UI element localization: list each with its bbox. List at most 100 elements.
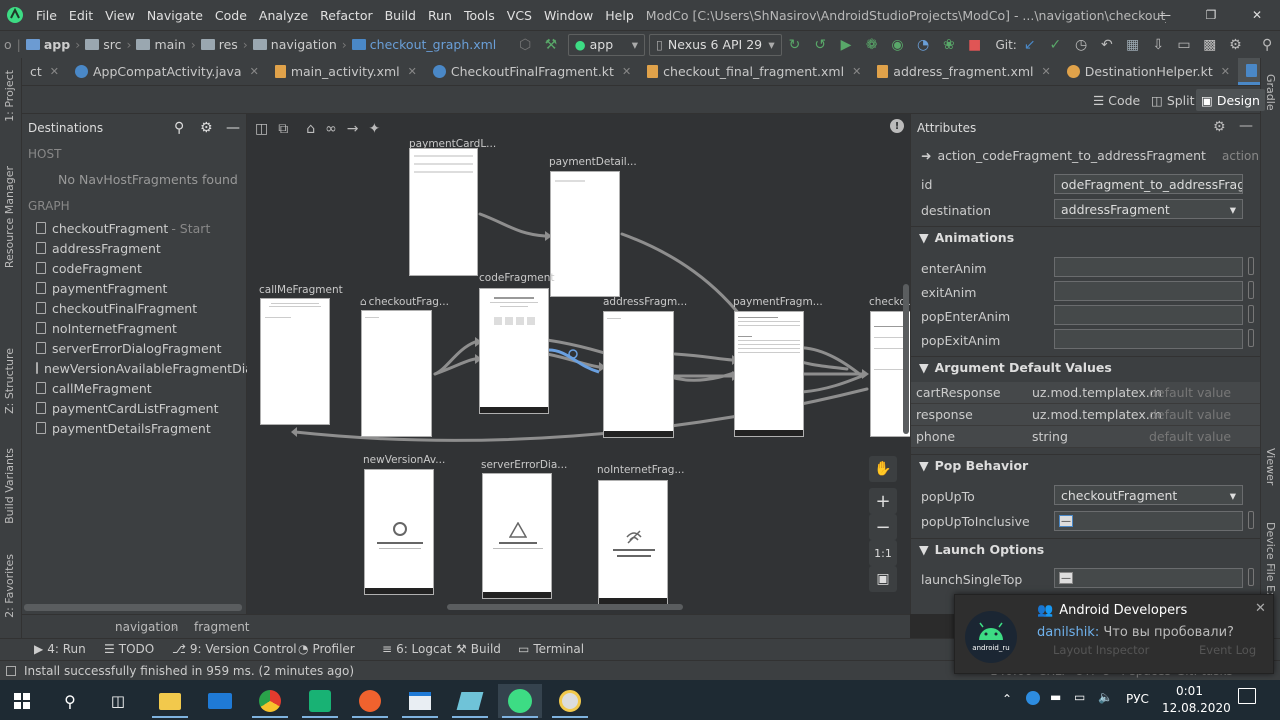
- zoom-in-button[interactable]: +: [869, 488, 897, 514]
- toolwindow-vcs[interactable]: ⎇9: Version Control: [172, 642, 297, 656]
- app-window-icon[interactable]: [398, 684, 442, 718]
- pan-hand-icon[interactable]: ✋: [869, 456, 897, 482]
- node-callMeFragment[interactable]: [260, 298, 330, 425]
- close-tab-icon[interactable]: ✕: [1041, 65, 1051, 78]
- code-mode-button[interactable]: ☰Code: [1093, 92, 1141, 108]
- gear-icon[interactable]: ⚙: [1213, 119, 1226, 135]
- hide-panel-icon[interactable]: —: [226, 120, 240, 136]
- project-structure-icon[interactable]: ▦: [1125, 36, 1140, 53]
- menu-view[interactable]: View: [105, 7, 135, 23]
- menu-build[interactable]: Build: [384, 7, 416, 23]
- node-noInternetFragment[interactable]: [598, 480, 668, 605]
- minimize-button[interactable]: —: [1159, 8, 1171, 22]
- task-view-icon[interactable]: ◫: [110, 692, 126, 710]
- tab-ct[interactable]: ct✕: [22, 58, 67, 85]
- zoom-to-fit-icon[interactable]: ▣: [869, 566, 897, 592]
- notes-app-icon[interactable]: [298, 684, 342, 718]
- tab-destinationhelper-kt[interactable]: DestinationHelper.kt✕: [1059, 58, 1238, 85]
- sync-icon[interactable]: ⬡: [519, 36, 532, 53]
- input-language[interactable]: РУС: [1126, 692, 1149, 706]
- favorites-tool-button[interactable]: 2: Favorites: [3, 554, 16, 618]
- resource-manager-tool-button[interactable]: Resource Manager: [3, 166, 16, 269]
- browser-icon[interactable]: [348, 684, 392, 718]
- node-checkoutFragment[interactable]: [361, 310, 432, 437]
- toolwindow-todo[interactable]: ☰TODO: [104, 642, 154, 656]
- vertical-scrollbar[interactable]: [903, 284, 909, 434]
- crumb-fragment[interactable]: fragment: [194, 620, 250, 634]
- argument-defaults-section[interactable]: ▼Argument Default Values: [911, 356, 1260, 378]
- network-icon[interactable]: ▭: [1074, 690, 1086, 704]
- node-codeFragment[interactable]: [479, 288, 549, 414]
- tab-checkoutfinalfragment-kt[interactable]: CheckoutFinalFragment.kt✕: [425, 58, 639, 85]
- nested-graph-icon[interactable]: ⧉: [278, 121, 289, 137]
- tab-main_activity-xml[interactable]: main_activity.xml✕: [267, 58, 425, 85]
- run-config-select[interactable]: ● app▾: [567, 33, 645, 56]
- destination-item-checkoutFragment[interactable]: checkoutFragment- Start: [22, 218, 246, 238]
- crumb-navigation[interactable]: navigation: [270, 37, 337, 52]
- android-studio-taskbar-icon[interactable]: [498, 684, 542, 718]
- coverage-icon[interactable]: ◉: [891, 36, 904, 53]
- design-mode-button[interactable]: ▣Design: [1196, 89, 1265, 111]
- auto-arrange-icon[interactable]: ✦: [368, 121, 381, 137]
- toolwindow-build[interactable]: ⚒Build: [456, 642, 501, 656]
- crumb-navigation[interactable]: navigation: [115, 620, 179, 634]
- popupto-inclusive-field[interactable]: —: [1054, 511, 1243, 531]
- destination-item-paymentFragment[interactable]: paymentFragment: [22, 278, 246, 298]
- menu-navigate[interactable]: Navigate: [146, 7, 203, 23]
- toolwindow-profiler[interactable]: ◔Profiler: [298, 642, 355, 656]
- close-tab-icon[interactable]: ✕: [407, 65, 417, 78]
- node-newVersionAvailableFragmentDialog[interactable]: [364, 469, 434, 595]
- menu-window[interactable]: Window: [543, 7, 594, 23]
- home-icon[interactable]: ⌂: [306, 121, 316, 137]
- destination-item-paymentCardListFragment[interactable]: paymentCardListFragment: [22, 398, 246, 418]
- close-icon[interactable]: ✕: [1255, 601, 1266, 616]
- destination-item-codeFragment[interactable]: codeFragment: [22, 258, 246, 278]
- layout-inspector-button[interactable]: Layout Inspector: [1053, 643, 1150, 657]
- profile-icon[interactable]: ◔: [917, 36, 930, 53]
- popupto-select[interactable]: checkoutFragment▾: [1054, 485, 1243, 505]
- maximize-button[interactable]: ❐: [1205, 8, 1217, 22]
- search-icon[interactable]: ⚲: [174, 120, 185, 136]
- search-everywhere-icon[interactable]: ⚲: [1262, 36, 1273, 53]
- volume-icon[interactable]: 🔈: [1098, 690, 1113, 704]
- enter-anim-field[interactable]: [1054, 257, 1243, 277]
- add-action-icon[interactable]: →: [346, 121, 359, 137]
- clock-app-icon[interactable]: [548, 684, 592, 718]
- node-paymentFragment[interactable]: [734, 311, 804, 437]
- telegram-notification[interactable]: android_ru 👥Android Developers danilshik…: [954, 594, 1274, 674]
- close-tab-icon[interactable]: ✕: [1220, 65, 1230, 78]
- toolwindow-run[interactable]: ▶4: Run: [34, 642, 86, 656]
- clock-time[interactable]: 0:01: [1176, 684, 1203, 698]
- assistant-icon[interactable]: ⚙: [1229, 36, 1242, 53]
- animations-section[interactable]: ▼Animations: [911, 226, 1260, 248]
- crumb-src[interactable]: src: [103, 37, 122, 52]
- destination-item-serverErrorDialogFragment[interactable]: serverErrorDialogFragment: [22, 338, 246, 358]
- zoom-out-button[interactable]: −: [869, 514, 897, 540]
- storage-icon[interactable]: ▬: [1050, 690, 1062, 704]
- argument-row[interactable]: cartResponse uz.mod.templatex.m default …: [911, 382, 1260, 404]
- new-destination-icon[interactable]: ◫: [255, 121, 269, 137]
- toolwindow-terminal[interactable]: ▭Terminal: [518, 642, 584, 656]
- node-addressFragment[interactable]: [603, 311, 674, 438]
- crumb-checkout-graph[interactable]: checkout_graph.xml: [369, 37, 497, 52]
- destination-item-newVersionAvailableFragmentDialog[interactable]: newVersionAvailableFragmentDialog: [22, 358, 272, 378]
- destination-item-paymentDetailsFragment[interactable]: paymentDetailsFragment: [22, 418, 246, 438]
- run-icon[interactable]: ▶: [840, 36, 852, 53]
- tray-app-icon[interactable]: [1026, 691, 1040, 705]
- warning-icon[interactable]: !: [890, 119, 904, 133]
- close-tab-icon[interactable]: ✕: [621, 65, 632, 78]
- node-paymentDetailsFragment[interactable]: [550, 171, 620, 297]
- deep-link-icon[interactable]: ∞: [325, 121, 337, 137]
- gradle-tool-button[interactable]: Gradle: [1264, 74, 1277, 111]
- split-mode-button[interactable]: ◫Split: [1151, 92, 1195, 108]
- menu-help[interactable]: Help: [605, 7, 634, 23]
- show-hidden-icons-icon[interactable]: ⌃: [1002, 692, 1013, 706]
- pop-behavior-section[interactable]: ▼Pop Behavior: [911, 454, 1260, 476]
- destination-item-addressFragment[interactable]: addressFragment: [22, 238, 246, 258]
- close-tab-icon[interactable]: ✕: [49, 65, 59, 78]
- close-tab-icon[interactable]: ✕: [249, 65, 259, 78]
- exit-anim-field[interactable]: [1054, 281, 1243, 301]
- close-window-button[interactable]: ✕: [1251, 8, 1263, 22]
- git-commit-icon[interactable]: ✓: [1049, 36, 1062, 53]
- git-history-icon[interactable]: ◷: [1075, 36, 1088, 53]
